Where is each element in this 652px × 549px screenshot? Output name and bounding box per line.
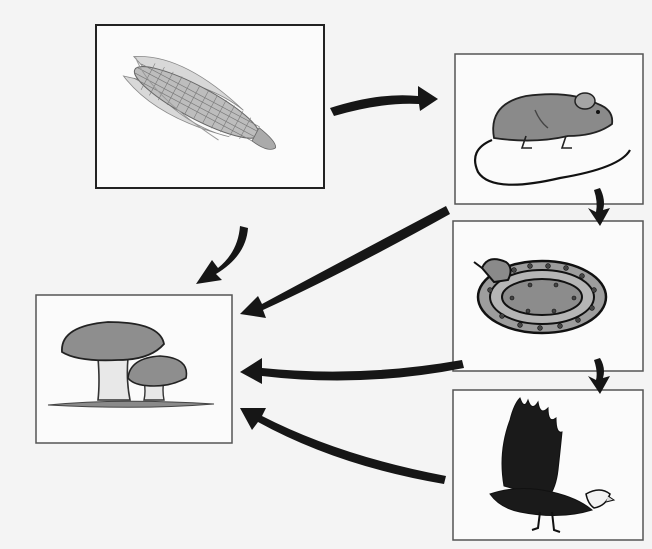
- arrow-snake-to-mushroom: [240, 358, 464, 384]
- arrow-corn-to-mouse: [330, 86, 438, 116]
- snake-icon: [474, 259, 606, 333]
- arrow-corn-to-mushroom: [196, 226, 248, 284]
- arrow-eagle-to-mushroom: [240, 408, 446, 484]
- arrow-mouse-to-mushroom: [240, 206, 450, 318]
